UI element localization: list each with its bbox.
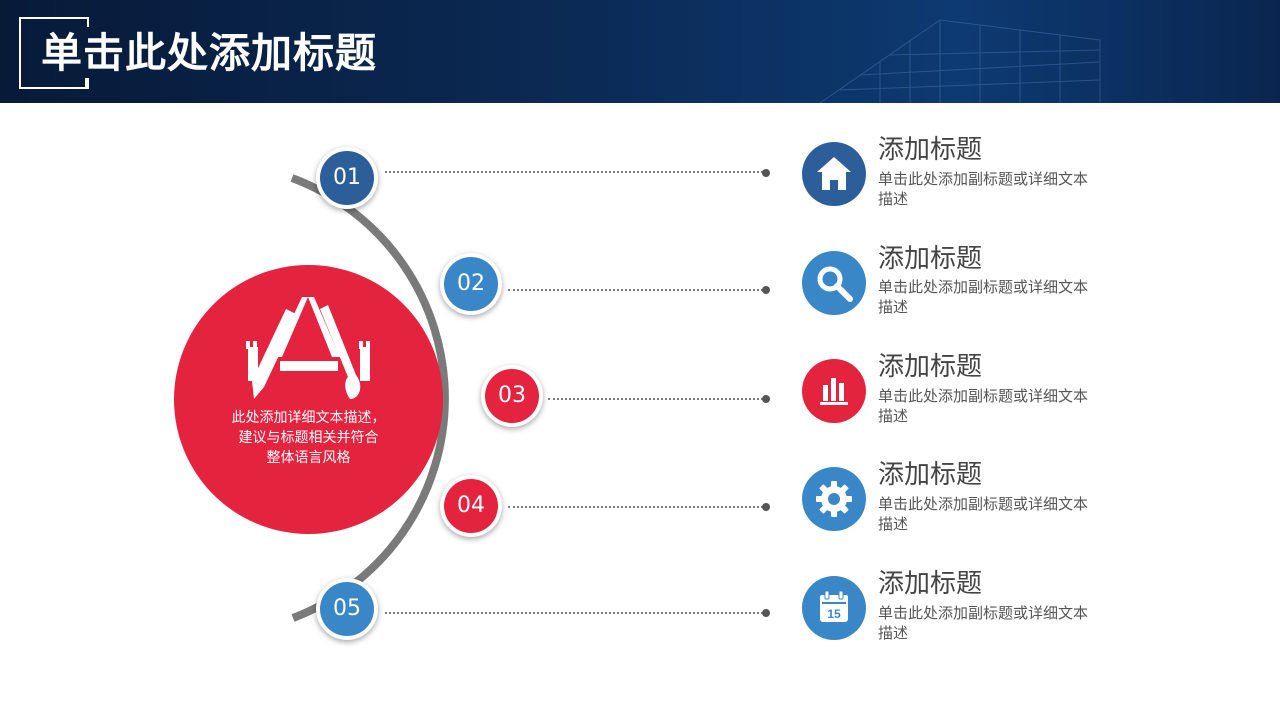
item-desc-3[interactable]: 单击此处添加副标题或详细文本描述 <box>878 387 1089 425</box>
step-node-03[interactable]: 03 <box>481 365 543 427</box>
arc-diagram <box>290 174 449 622</box>
bar-chart-glyph <box>820 378 848 405</box>
step-number: 01 <box>320 151 374 205</box>
item-title-3[interactable]: 添加标题 <box>878 352 983 382</box>
center-description: 此处添加详细文本描述， 建议与标题相关并符合 整体语言风格 <box>194 408 423 468</box>
title-frame-corner <box>85 78 89 89</box>
step-node-05[interactable]: 05 <box>316 578 378 640</box>
gear-glyph <box>816 481 852 517</box>
connector-dot-04 <box>762 503 770 511</box>
connector-dot-01 <box>762 169 770 177</box>
bar-chart-icon[interactable] <box>802 359 866 423</box>
building-wireframe-decoration <box>819 19 1101 103</box>
step-number: 05 <box>320 582 374 636</box>
step-node-04[interactable]: 04 <box>440 475 502 537</box>
connector-01 <box>385 171 763 173</box>
item-title-4[interactable]: 添加标题 <box>878 460 983 490</box>
center-text-line: 整体语言风格 <box>266 450 351 466</box>
home-glyph <box>817 157 851 190</box>
item-desc-1[interactable]: 单击此处添加副标题或详细文本描述 <box>878 170 1089 208</box>
diagram-stage: 此处添加详细文本描述， 建议与标题相关并符合 整体语言风格 01 02 03 0… <box>0 103 1280 720</box>
calendar-glyph: 15 <box>820 590 848 622</box>
connector-dot-03 <box>762 395 770 403</box>
connector-05 <box>385 612 763 614</box>
item-desc-4[interactable]: 单击此处添加副标题或详细文本描述 <box>878 495 1089 533</box>
connector-dot-02 <box>762 286 770 294</box>
step-number: 04 <box>444 479 498 533</box>
step-number: 02 <box>444 257 498 311</box>
home-icon[interactable] <box>802 142 866 206</box>
search-glyph <box>817 266 853 302</box>
connector-dot-05 <box>762 609 770 617</box>
center-circle[interactable]: 此处添加详细文本描述， 建议与标题相关并符合 整体语言风格 <box>174 265 443 534</box>
connector-03 <box>548 398 763 400</box>
page-title[interactable]: 单击此处添加标题 <box>41 29 377 77</box>
item-title-1[interactable]: 添加标题 <box>878 135 983 165</box>
step-node-02[interactable]: 02 <box>440 253 502 315</box>
center-text-line: 建议与标题相关并符合 <box>238 430 379 446</box>
app-store-pencil-brush-icon <box>246 297 370 399</box>
calendar-icon[interactable]: 15 <box>802 576 866 640</box>
connector-04 <box>508 506 763 508</box>
item-title-5[interactable]: 添加标题 <box>878 569 983 599</box>
center-text-line: 此处添加详细文本描述， <box>231 410 386 426</box>
calendar-day: 15 <box>827 607 841 621</box>
header-bar: 单击此处添加标题 <box>0 0 1280 103</box>
step-node-01[interactable]: 01 <box>316 147 378 209</box>
item-desc-5[interactable]: 单击此处添加副标题或详细文本描述 <box>878 604 1089 642</box>
item-title-2[interactable]: 添加标题 <box>878 244 983 274</box>
gear-icon[interactable] <box>802 467 866 531</box>
title-frame <box>19 17 89 89</box>
step-number: 03 <box>485 369 539 423</box>
timeline-arc <box>290 174 449 622</box>
connector-02 <box>508 289 763 291</box>
item-desc-2[interactable]: 单击此处添加副标题或详细文本描述 <box>878 278 1089 316</box>
search-icon[interactable] <box>802 251 866 315</box>
